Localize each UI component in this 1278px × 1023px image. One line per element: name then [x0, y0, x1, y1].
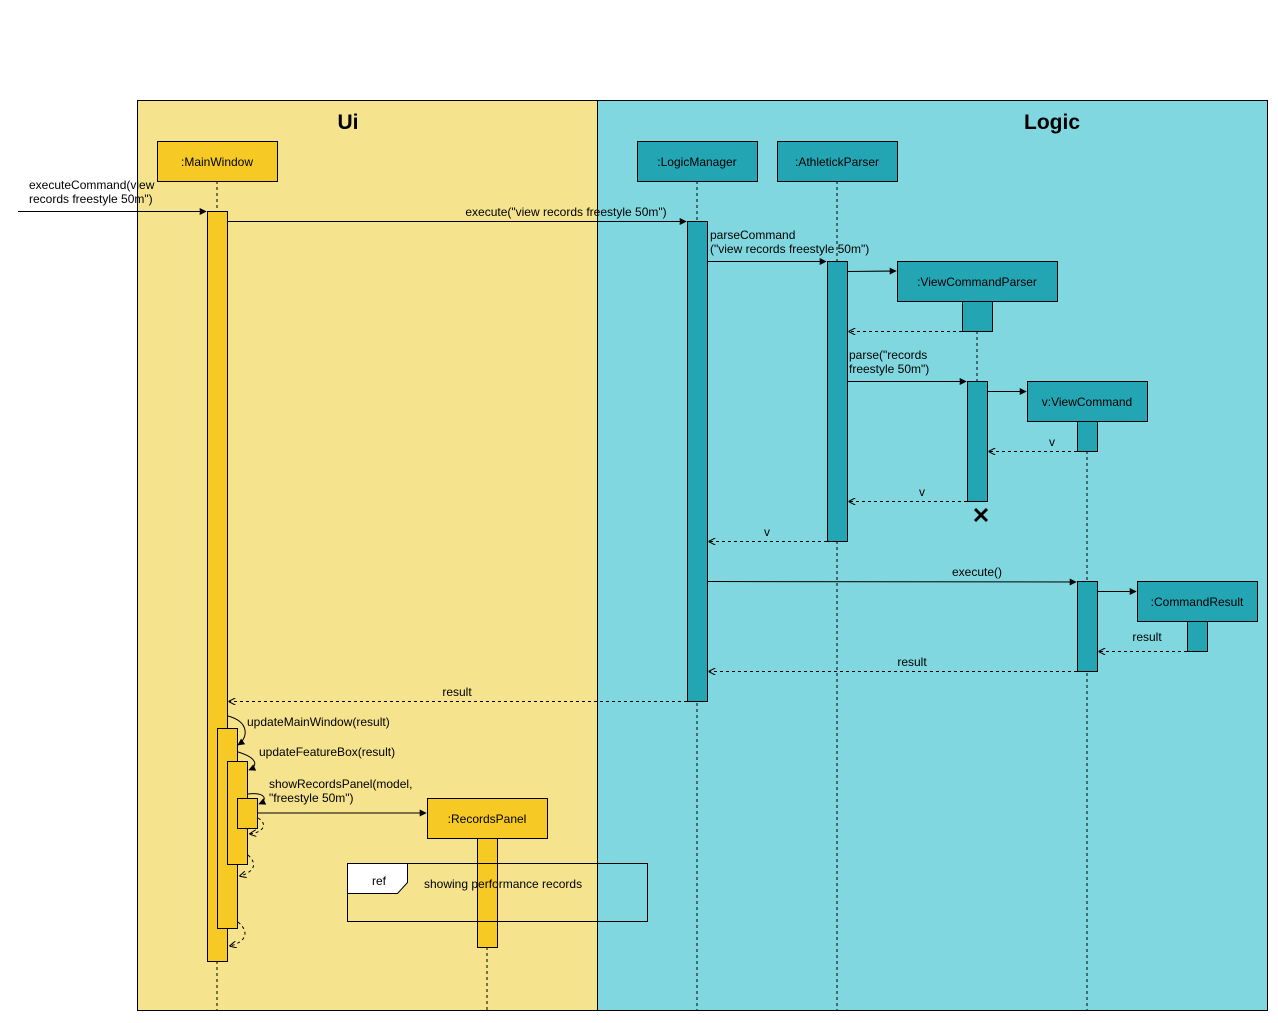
- mainwindow-label: :MainWindow: [181, 155, 253, 169]
- execute-noargs-arrow: [707, 578, 1077, 586]
- updatemainwindow-arrow: [227, 715, 246, 746]
- updatemainwindow-return: [230, 921, 246, 946]
- recordspanel-activation: [477, 838, 498, 948]
- return-result-label-3: result: [442, 685, 472, 699]
- showrecordspanel-return: [250, 817, 265, 834]
- logic-partition: [597, 100, 1268, 1011]
- logicmanager-label: :LogicManager: [657, 155, 736, 169]
- ref-frame-tag-label: ref: [372, 874, 387, 888]
- return-result-label-2: result: [897, 655, 927, 669]
- athletickparser-box: [777, 141, 898, 182]
- viewcommandparser-box: [897, 261, 1058, 302]
- commandresult-label: :CommandResult: [1151, 595, 1244, 609]
- athletickparser-activation: [827, 261, 848, 542]
- parsecommand-label-1: parseCommand: [710, 228, 795, 242]
- viewcommand-label: v:ViewCommand: [1042, 395, 1132, 409]
- parse-label-2: freestyle 50m"): [849, 362, 929, 376]
- viewcommandparser-label: :ViewCommandParser: [917, 275, 1037, 289]
- commandresult-activation: [1187, 621, 1208, 652]
- ref-frame-tag: [347, 863, 408, 894]
- mainwindow-box: [157, 141, 278, 182]
- return-v-label-3: v: [764, 525, 770, 539]
- updatefeaturebox-return: [240, 854, 255, 876]
- execute-message-label: execute("view records freestyle 50m"): [465, 205, 666, 219]
- logicmanager-activation: [687, 221, 708, 702]
- athletickparser-label: :AthletickParser: [795, 155, 879, 169]
- create-viewcommandparser-arrow: [847, 267, 897, 275]
- showrecordspanel-activation: [237, 798, 258, 829]
- execute-noargs-label: execute(): [952, 565, 1002, 579]
- return-result-label-1: result: [1132, 630, 1162, 644]
- parsecommand-label-2: ("view records freestyle 50m"): [710, 242, 869, 256]
- found-message-label-1: executeCommand(view: [29, 178, 155, 192]
- recordspanel-label: :RecordsPanel: [448, 812, 527, 826]
- viewcommandparser-parse-activation: [967, 381, 988, 502]
- updatefeaturebox-arrow: [237, 751, 257, 771]
- destroy-mark-icon: [973, 507, 989, 523]
- viewcommand-activation-create: [1077, 421, 1098, 452]
- updatemainwindow-label: updateMainWindow(result): [247, 715, 390, 729]
- return-v-label-1: v: [1049, 435, 1055, 449]
- logic-partition-title: Logic: [1024, 111, 1080, 134]
- ref-frame-text: showing performance records: [424, 877, 582, 891]
- return-v-label-2: v: [919, 485, 925, 499]
- viewcommandparser-activation: [962, 301, 993, 332]
- found-message-label-2: records freestyle 50m"): [29, 192, 153, 206]
- commandresult-box: [1137, 581, 1258, 622]
- showrecordspanel-label-2: "freestyle 50m"): [269, 791, 354, 805]
- showrecordspanel-label-1: showRecordsPanel(model,: [269, 777, 412, 791]
- showrecordspanel-arrow: [247, 793, 267, 805]
- recordspanel-box: [427, 798, 548, 839]
- viewcommand-execute-activation: [1077, 581, 1098, 672]
- updatefeaturebox-label: updateFeatureBox(result): [259, 745, 395, 759]
- parse-label-1: parse("records: [849, 348, 927, 362]
- viewcommand-box: [1027, 381, 1148, 422]
- ui-partition-title: Ui: [338, 111, 359, 134]
- logicmanager-box: [637, 141, 758, 182]
